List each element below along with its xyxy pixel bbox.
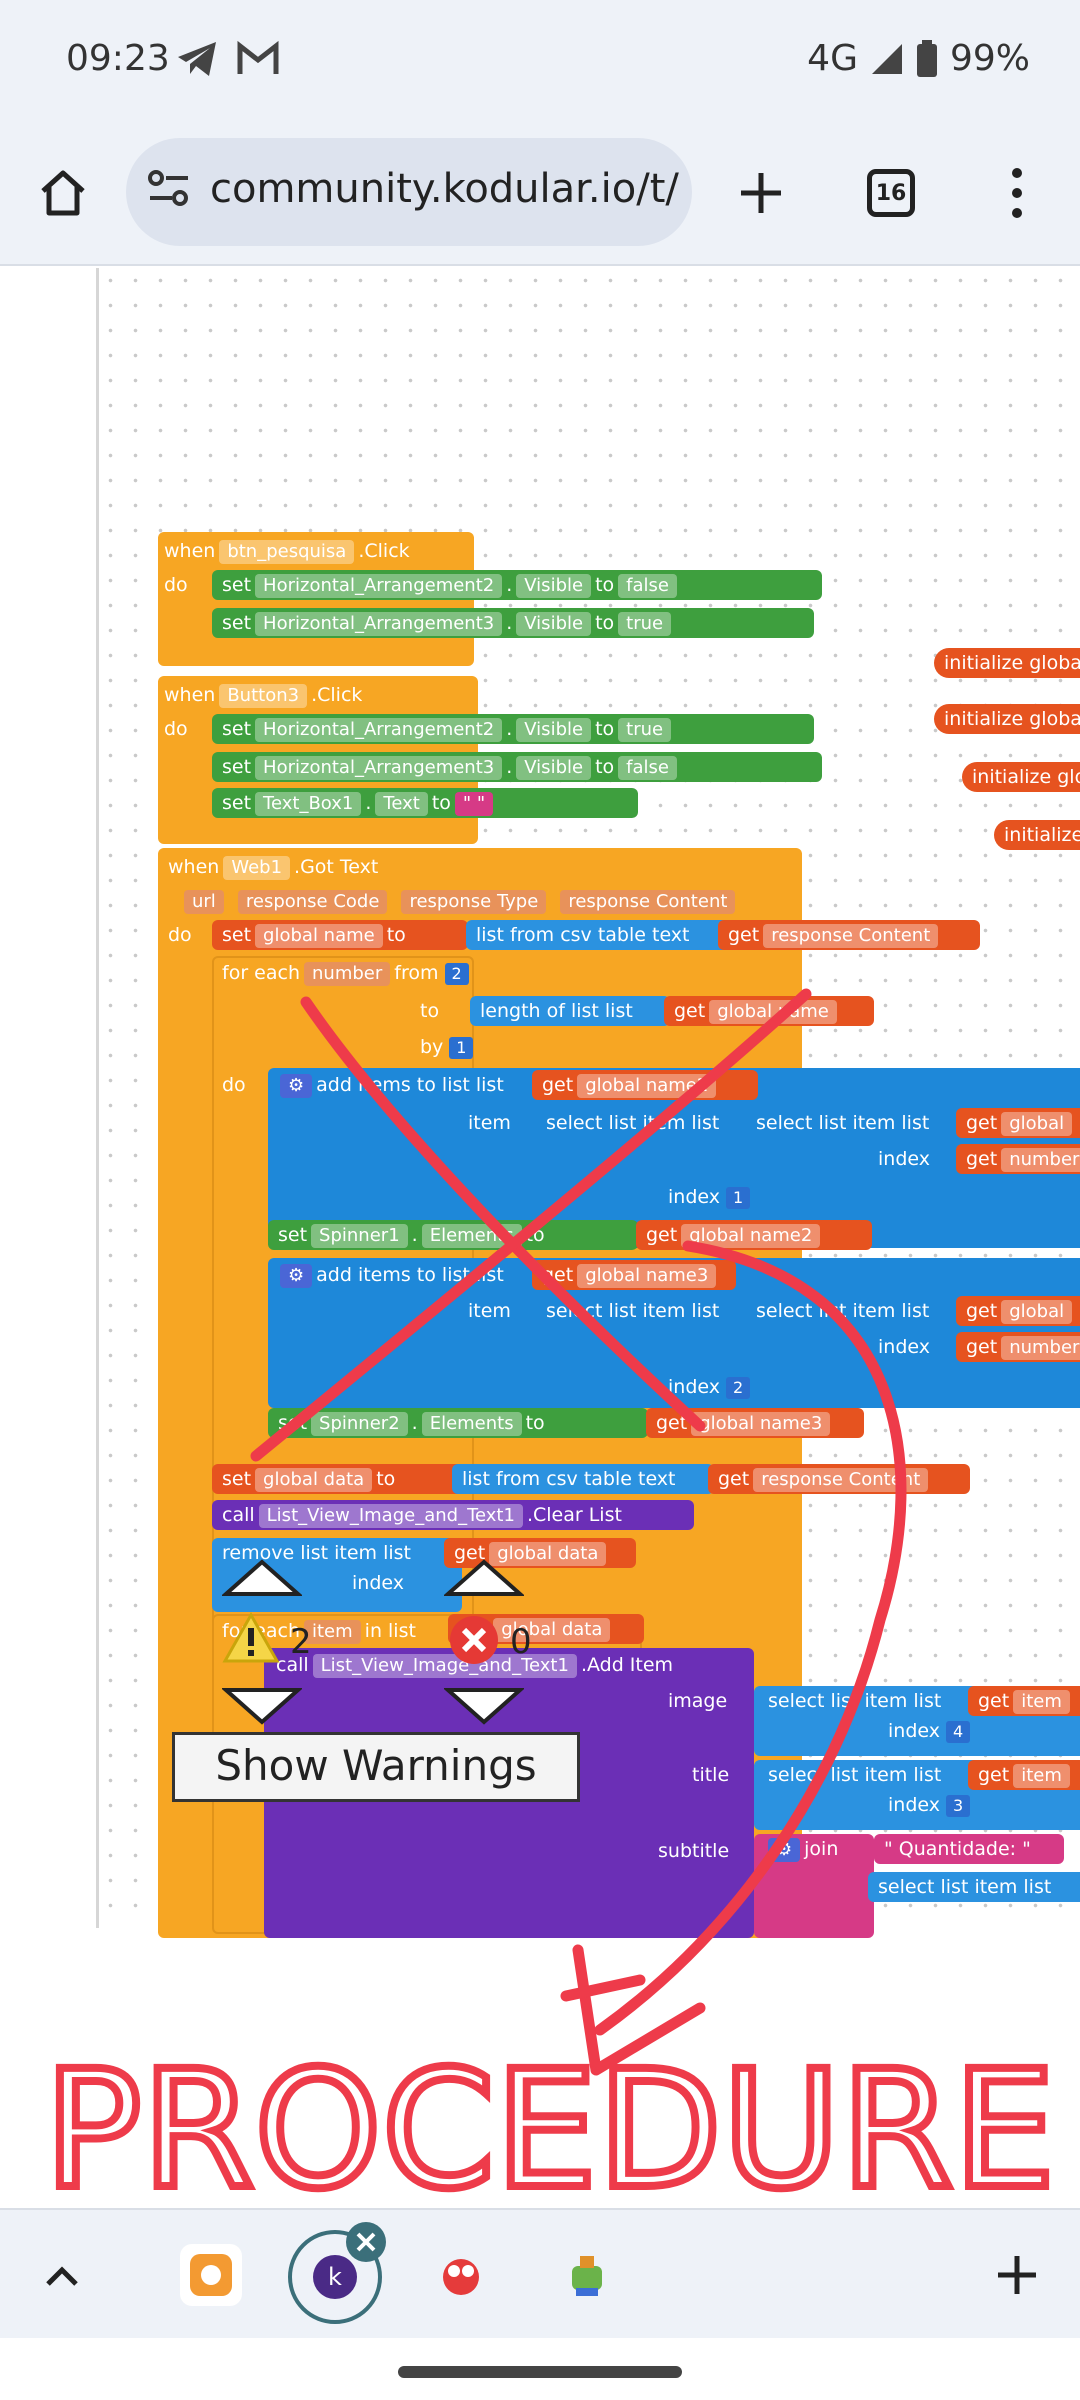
warning-count: 2 <box>290 1622 312 1662</box>
init-global-block: initialize globa <box>934 704 1080 734</box>
battery-icon <box>916 39 938 78</box>
app-tab-icon <box>572 2256 602 2296</box>
battery-level: 99% <box>949 38 1030 79</box>
plus-icon <box>998 2256 1036 2294</box>
arrow-up-icon[interactable] <box>444 1558 524 1598</box>
kodular-icon: k <box>313 2255 357 2299</box>
home-button[interactable] <box>20 150 106 236</box>
init-global-block: initialize <box>994 820 1080 850</box>
status-bar: 09:23 4G 99% <box>0 0 1080 120</box>
handwritten-annotation: PROCEDURE <box>40 988 1059 2200</box>
expand-tabs-button[interactable] <box>40 2254 84 2298</box>
warning-indicator <box>222 1612 280 1664</box>
address-bar[interactable]: community.kodular.io/t/h <box>126 138 692 246</box>
error-icon <box>450 1616 498 1664</box>
warnings-collapse[interactable] <box>222 1686 302 1726</box>
gmail-icon <box>236 40 280 76</box>
annotation-text: PROCEDURE <box>44 2037 1055 2200</box>
clock: 09:23 <box>66 38 170 79</box>
tab-1[interactable] <box>180 2244 242 2306</box>
app-tab-icon <box>443 2259 479 2295</box>
chevron-up-icon <box>46 2266 78 2286</box>
init-global-block: initialize glo <box>962 762 1080 792</box>
signal-icon <box>870 42 904 76</box>
error-count: 0 <box>510 1622 532 1662</box>
tab-strip: k <box>0 2208 1080 2338</box>
tab-count: 16 <box>867 169 915 217</box>
tab-4[interactable] <box>556 2244 618 2306</box>
warnings-toggle[interactable] <box>222 1558 302 1598</box>
close-icon <box>356 2232 376 2252</box>
home-icon <box>41 170 85 216</box>
close-tab-button[interactable] <box>346 2222 386 2262</box>
arrow-down-icon[interactable] <box>444 1686 524 1726</box>
new-tab-button[interactable] <box>718 150 804 236</box>
arrow-up-icon[interactable] <box>222 1558 302 1598</box>
event-params: url response Code response Type response… <box>180 886 739 916</box>
url-text: community.kodular.io/t/h <box>210 166 680 212</box>
show-warnings-button[interactable]: Show Warnings <box>172 1732 580 1802</box>
browser-toolbar: community.kodular.io/t/h 16 <box>0 120 1080 266</box>
errors-toggle[interactable] <box>444 1558 524 1598</box>
gesture-nav-bar[interactable] <box>398 2366 682 2378</box>
warning-icon <box>222 1612 280 1663</box>
tab-3[interactable] <box>430 2244 492 2306</box>
cross-stroke-2 <box>250 988 812 1462</box>
curved-arrow-stroke <box>594 1240 907 2036</box>
arrow-down-icon[interactable] <box>222 1686 302 1726</box>
app-tab-icon <box>190 2254 232 2296</box>
new-tab-group-button[interactable] <box>994 2252 1040 2298</box>
init-global-block: initialize globa <box>934 648 1080 678</box>
site-settings-icon[interactable] <box>146 166 192 212</box>
tab-2-active[interactable]: k <box>288 2230 382 2324</box>
cross-stroke-1 <box>300 996 706 1432</box>
plus-icon <box>741 173 781 213</box>
svg-text:k: k <box>328 2263 342 2291</box>
telegram-icon <box>176 40 218 78</box>
menu-button[interactable] <box>974 150 1060 236</box>
network-type: 4G <box>807 38 858 79</box>
error-indicator <box>448 1614 500 1666</box>
more-vertical-icon <box>1012 168 1022 218</box>
errors-collapse[interactable] <box>444 1686 524 1726</box>
tab-switcher-button[interactable]: 16 <box>848 150 934 236</box>
